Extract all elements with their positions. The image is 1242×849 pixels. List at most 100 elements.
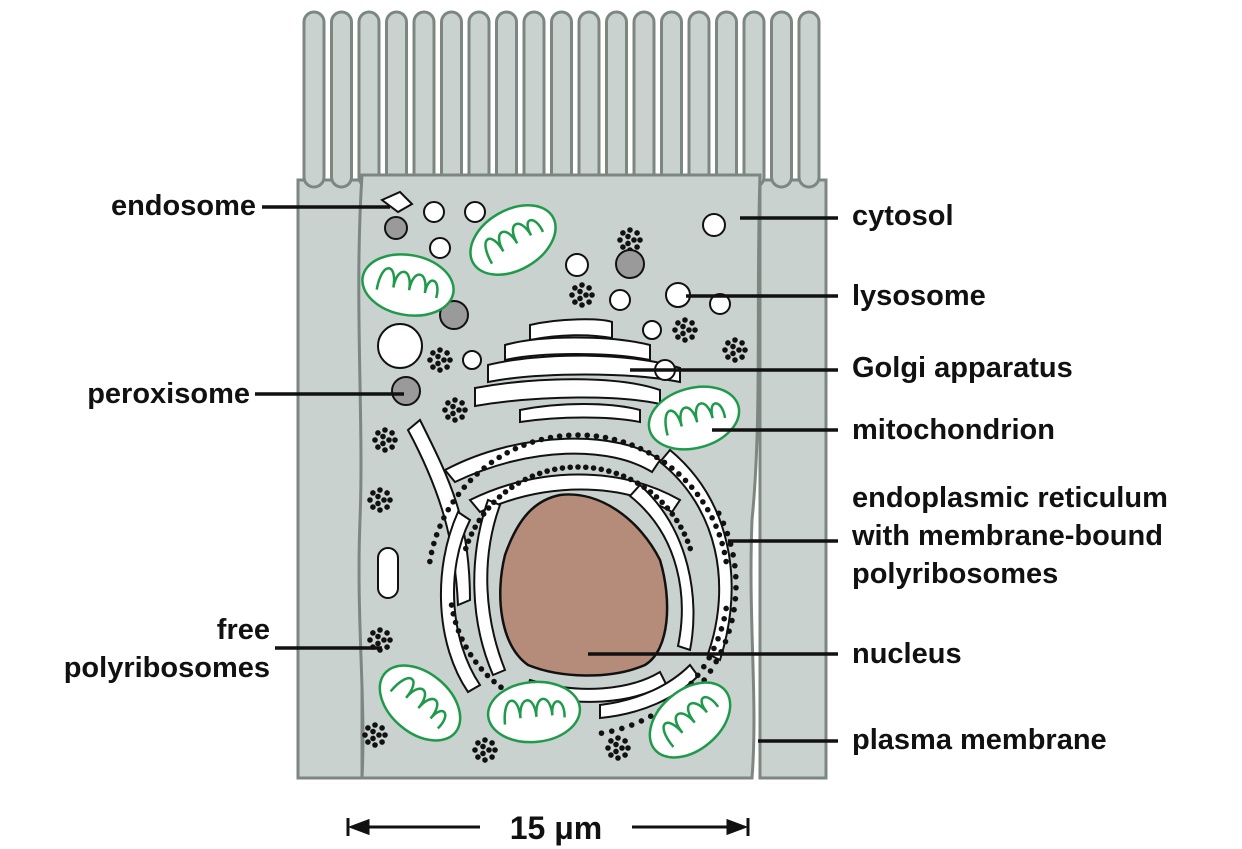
free-ribosome [739, 340, 745, 346]
free-ribosome [475, 754, 481, 760]
ribosome [639, 718, 645, 724]
free-ribosome [686, 327, 692, 333]
free-ribosome [377, 507, 383, 513]
free-ribosome [736, 347, 742, 353]
free-ribosome [381, 497, 387, 503]
free-ribosome [482, 757, 488, 763]
free-ribosome [722, 347, 728, 353]
microvillus [552, 12, 572, 187]
microvillus [359, 12, 379, 187]
ribosome [560, 465, 566, 471]
free-ribosome [444, 364, 450, 370]
free-ribosome [427, 357, 433, 363]
ribosome [594, 433, 600, 439]
ribosome [685, 538, 691, 544]
free-ribosome [492, 747, 498, 753]
label-golgi-apparatus: Golgi apparatus [852, 352, 1073, 384]
free-ribosome [375, 634, 381, 640]
free-ribosome [437, 367, 443, 373]
free-ribosome [370, 736, 376, 742]
free-ribosome [579, 282, 585, 288]
microvillus [717, 12, 737, 187]
ribosome [638, 446, 644, 452]
ribosome [721, 616, 727, 622]
free-ribosome [375, 430, 381, 436]
free-ribosome [682, 317, 688, 323]
free-ribosome [430, 364, 436, 370]
ribosome [449, 602, 455, 608]
ribosome [476, 518, 482, 524]
ribosome [619, 726, 625, 732]
free-ribosome [370, 729, 376, 735]
scale-bar-label: 15 μm [486, 810, 626, 847]
ribosome [705, 507, 711, 513]
ribosome [621, 473, 627, 479]
ribosome [504, 450, 510, 456]
neighbor-cell-right [760, 180, 826, 778]
ribosome [479, 666, 485, 672]
ribosome [678, 524, 684, 530]
ribosome [509, 484, 515, 490]
free-ribosome [615, 755, 621, 761]
ribosome [719, 541, 725, 547]
ribosome [731, 607, 737, 613]
ribosome [486, 505, 492, 511]
free-ribosome [482, 737, 488, 743]
ribosome [670, 511, 676, 517]
free-ribosome [586, 285, 592, 291]
free-ribosome [442, 407, 448, 413]
microvillus [304, 12, 324, 187]
ribosome [463, 644, 469, 650]
ribosome [713, 659, 719, 665]
free-ribosome [379, 739, 385, 745]
ribosome [481, 465, 487, 471]
free-ribosome [377, 627, 383, 633]
ribosome [706, 655, 712, 661]
free-ribosome [375, 494, 381, 500]
microvillus [607, 12, 627, 187]
ribosome [722, 550, 728, 556]
neighbor-cell-left [298, 180, 362, 778]
free-ribosome [605, 745, 611, 751]
microvillus [689, 12, 709, 187]
free-ribosome [452, 397, 458, 403]
label-free-polyribosomes-1: free [20, 614, 270, 646]
free-ribosome [382, 447, 388, 453]
free-ribosome [625, 234, 631, 240]
free-ribosome [435, 354, 441, 360]
free-ribosome [486, 747, 492, 753]
free-ribosome [441, 357, 447, 363]
microvillus [744, 12, 764, 187]
free-ribosome [435, 361, 441, 367]
ribosome [530, 473, 536, 479]
label-free-polyribosomes-2: polyribosomes [20, 652, 270, 684]
ribosome [682, 531, 688, 537]
ribosome [552, 467, 558, 473]
ribosome [687, 546, 693, 552]
ribosome [491, 679, 497, 685]
ribosome [629, 442, 635, 448]
ribosome [708, 668, 714, 674]
ribosome [468, 478, 474, 484]
ribosome [583, 464, 589, 470]
ribosome [654, 455, 660, 461]
free-ribosome [725, 354, 731, 360]
free-ribosome [622, 752, 628, 758]
ribosome [566, 432, 572, 438]
ribosome [701, 664, 707, 670]
ribosome [719, 626, 725, 632]
ribosome [717, 532, 723, 538]
ribosome [662, 460, 668, 466]
free-ribosome [572, 299, 578, 305]
ribosome [496, 455, 502, 461]
ribosome [434, 532, 440, 538]
free-ribosome [386, 437, 392, 443]
microvillus [772, 12, 792, 187]
ribosome [715, 636, 721, 642]
free-ribosome [382, 732, 388, 738]
ribosome [641, 484, 647, 490]
ribosome [683, 478, 689, 484]
free-ribosome [608, 752, 614, 758]
free-ribosome [625, 745, 631, 751]
